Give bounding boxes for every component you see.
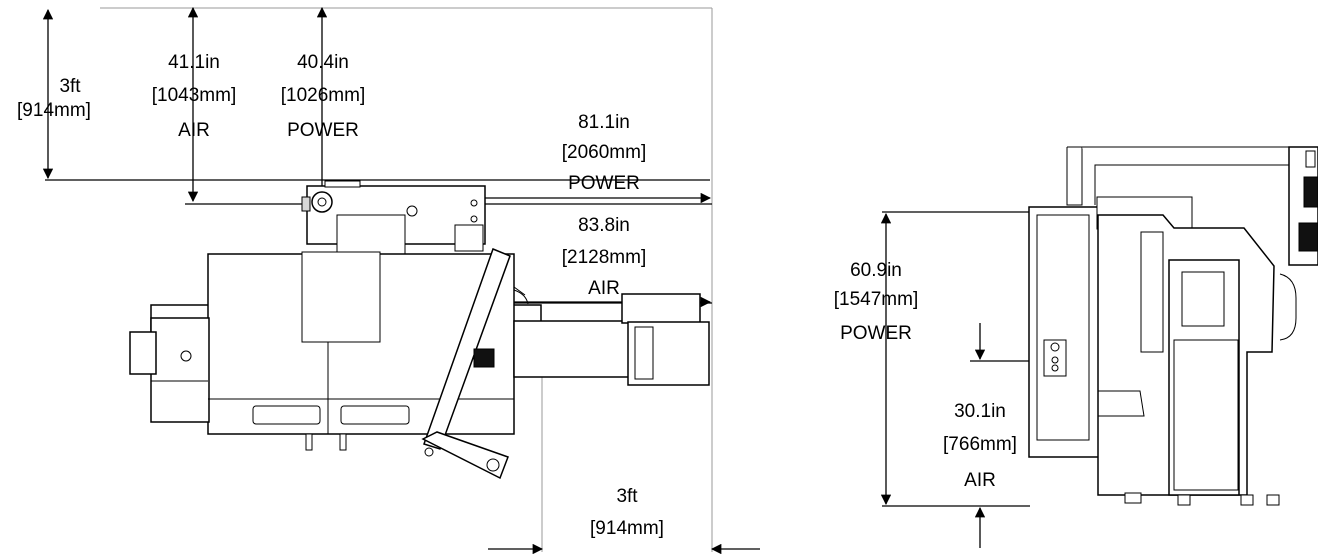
air-right-label: AIR — [588, 278, 620, 299]
dimension-clearance-bottom: 3ft [914mm] — [590, 486, 664, 539]
power-top-metric: [1026mm] — [281, 85, 365, 106]
air-height-metric: [766mm] — [943, 434, 1017, 455]
power-right-value: 81.1in — [578, 112, 630, 133]
power-height-value: 60.9in — [850, 260, 902, 281]
air-right-metric: [2128mm] — [562, 247, 646, 268]
power-height-label: POWER — [840, 323, 912, 344]
dimension-power-right: 81.1in [2060mm] POWER — [562, 112, 646, 194]
power-right-metric: [2060mm] — [562, 142, 646, 163]
air-top-metric: [1043mm] — [152, 85, 236, 106]
dimension-air-right: 83.8in [2128mm] AIR — [562, 215, 646, 299]
dimension-power-height: 60.9in [1547mm] POWER — [834, 260, 918, 344]
air-top-value: 41.1in — [168, 52, 220, 73]
clearance-left-value: 3ft — [59, 76, 81, 97]
dimension-air-top: 41.1in [1043mm] AIR — [152, 52, 236, 141]
side-view-guides — [882, 211, 1038, 507]
air-top-label: AIR — [178, 120, 210, 141]
top-view-machine — [129, 180, 710, 480]
air-height-label: AIR — [964, 470, 996, 491]
air-right-value: 83.8in — [578, 215, 630, 236]
clearance-bottom-value: 3ft — [616, 486, 638, 507]
power-right-label: POWER — [568, 173, 640, 194]
dimension-power-top: 40.4in [1026mm] POWER — [281, 52, 365, 141]
power-height-metric: [1547mm] — [834, 289, 918, 310]
air-height-value: 30.1in — [954, 401, 1006, 422]
dimension-clearance-left: 3ft [914mm] — [17, 76, 91, 121]
power-top-value: 40.4in — [297, 52, 349, 73]
side-view-machine — [1028, 146, 1318, 506]
dimension-air-height: 30.1in [766mm] AIR — [943, 401, 1017, 491]
clearance-left-metric: [914mm] — [17, 100, 91, 121]
power-top-label: POWER — [287, 120, 359, 141]
clearance-bottom-metric: [914mm] — [590, 518, 664, 539]
side-view-dimension-arrows — [880, 212, 986, 548]
